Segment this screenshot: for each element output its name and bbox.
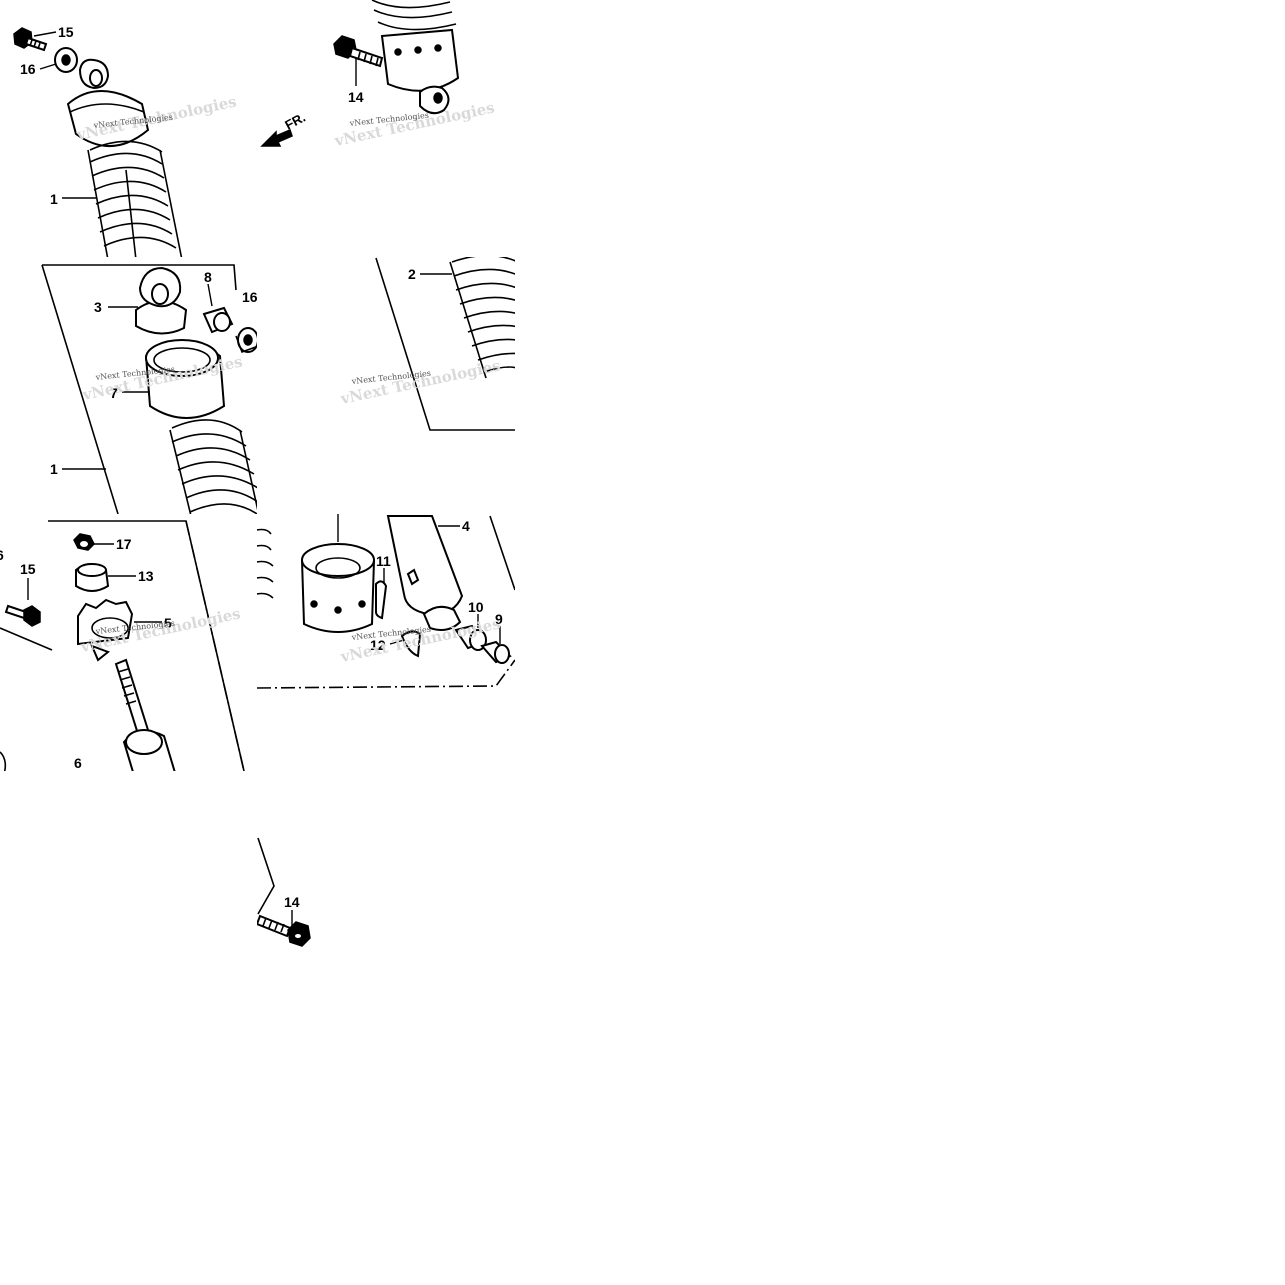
callout-6: 6 xyxy=(74,755,82,771)
tile-lower-bolt: 14 xyxy=(257,837,311,947)
callout-16-b: 16 xyxy=(242,289,258,305)
callout-17: 17 xyxy=(116,536,132,552)
callout-7: 7 xyxy=(110,385,118,401)
callout-2: 2 xyxy=(408,266,416,282)
front-arrow-icon: FR. xyxy=(260,110,308,147)
callout-5: 5 xyxy=(164,615,172,631)
spring-coils-top xyxy=(87,140,183,257)
bolt-15-bottom xyxy=(4,604,41,627)
callout-1-b: 1 xyxy=(50,461,58,477)
callout-6-edge: 6 xyxy=(0,547,4,563)
callout-3: 3 xyxy=(94,299,102,315)
tile-spring-seat: 3 8 16 7 1 vNext Technologies vNext Tech… xyxy=(41,264,258,514)
callout-16: 16 xyxy=(20,61,36,77)
callout-1: 1 xyxy=(50,191,58,207)
callout-9: 9 xyxy=(495,611,503,627)
callout-11: 11 xyxy=(376,553,391,569)
tile-damper-rod: 6 15 17 13 5 6 vNext Technologies vNext … xyxy=(0,520,245,771)
tile-shock-bottom: 14 FR. vNext Technologies vNext Technolo… xyxy=(260,0,496,150)
tile-damper-body: 11 4 10 9 12 vNext Technologies vNext Te… xyxy=(257,514,515,689)
callout-8: 8 xyxy=(204,269,212,285)
callout-10: 10 xyxy=(468,599,484,615)
callout-14-b: 14 xyxy=(284,894,300,910)
callout-15: 15 xyxy=(58,24,74,40)
callout-14: 14 xyxy=(348,89,364,105)
tile-shock-top: 15 16 1 vNext Technologies vNext Technol… xyxy=(13,24,238,257)
callout-15-b: 15 xyxy=(20,561,36,577)
bolt-14-top xyxy=(333,35,384,68)
callout-12: 12 xyxy=(370,637,386,653)
svg-text:FR.: FR. xyxy=(282,110,308,133)
bolt-15-top xyxy=(13,27,48,52)
nut-17 xyxy=(73,533,95,551)
callout-4: 4 xyxy=(462,518,470,534)
bolt-14-bottom xyxy=(257,914,311,947)
callout-13: 13 xyxy=(138,568,154,584)
tile-spring: 2 vNext Technologies vNext Technologies xyxy=(338,257,515,431)
